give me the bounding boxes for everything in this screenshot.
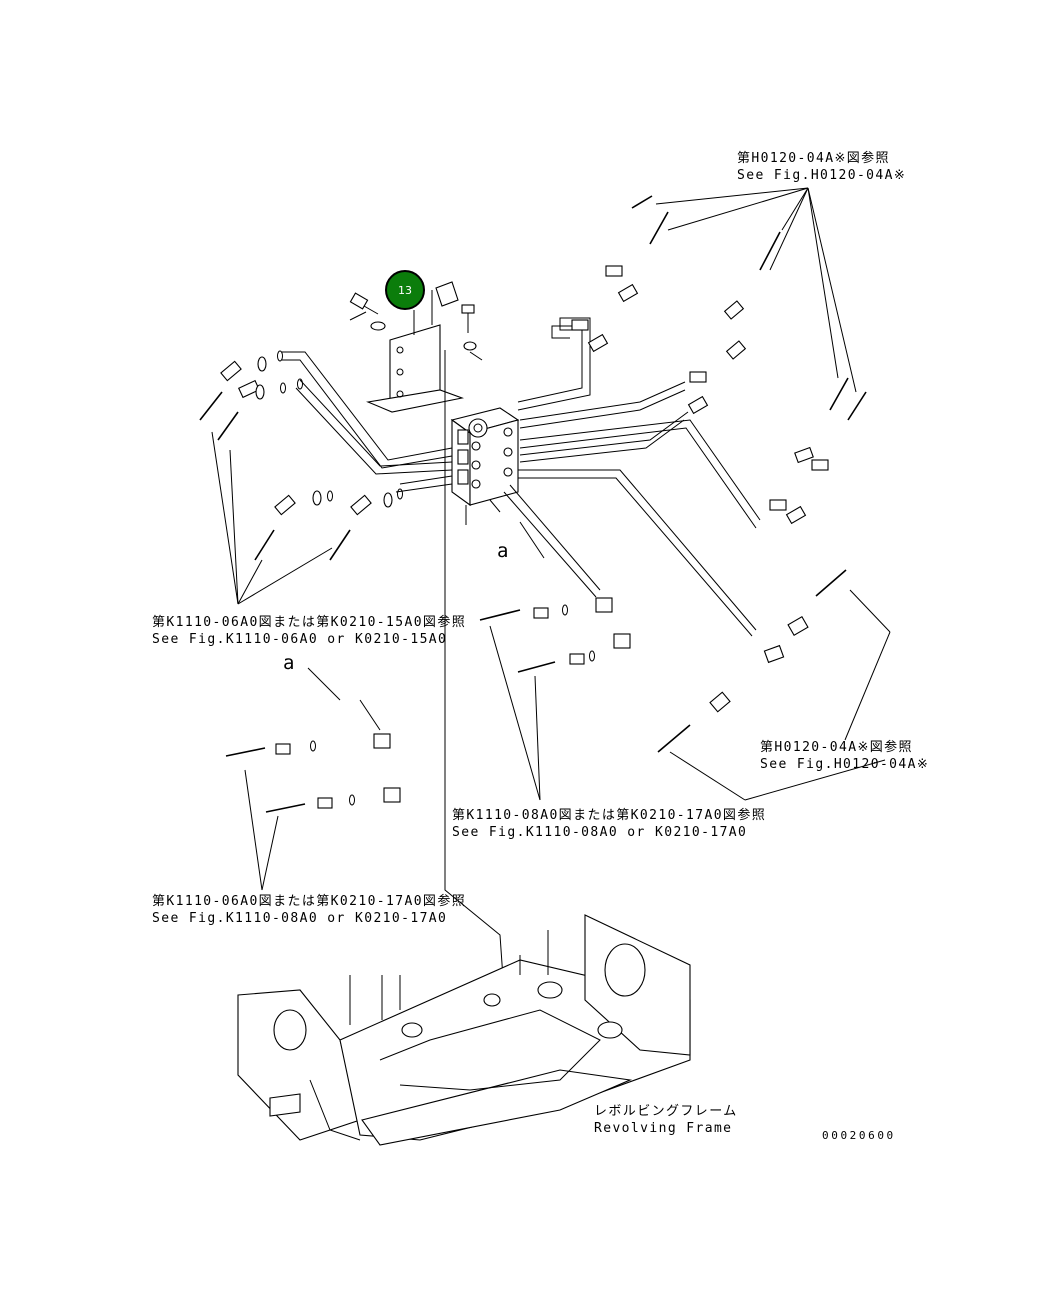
leader-lines — [211, 187, 891, 891]
ref-bottom-right-jp: 第H0120-04A※図参照 — [760, 740, 913, 755]
bolt-icon — [349, 292, 475, 333]
elbow-fitting-icon — [220, 356, 393, 516]
ref-center-en: See Fig.K1110-08A0 or K0210-17A0 — [452, 825, 748, 840]
frame-label-jp: レボルビングフレーム — [594, 1104, 738, 1119]
callout-number: 13 — [398, 283, 412, 297]
ref-top-right-jp: 第H0120-04A※図参照 — [737, 151, 890, 166]
frame-label-en: Revolving Frame — [594, 1121, 733, 1136]
mounting-bracket — [366, 281, 465, 413]
right-fittings — [275, 265, 829, 809]
ref-top-right-en: See Fig.H0120-04A※ — [737, 168, 907, 183]
pipe-routes — [282, 317, 761, 1051]
detail-marker-upper: a — [497, 540, 509, 562]
ref-bottom-right-en: See Fig.H0120-04A※ — [760, 757, 930, 772]
ref-lower-left-en: See Fig.K1110-08A0 or K0210-17A0 — [152, 911, 448, 926]
revolving-frame — [237, 914, 691, 1146]
ref-left-mid-en: See Fig.K1110-06A0 or K0210-15A0 — [152, 632, 448, 647]
washer-icon — [370, 321, 483, 361]
detail-marker-lower: a — [283, 652, 295, 674]
ref-center-jp: 第K1110-08A0図または第K0210-17A0図参照 — [452, 808, 767, 823]
ref-lower-left-jp: 第K1110-06A0図または第K0210-17A0図参照 — [152, 894, 467, 909]
swivel-joint-icon — [450, 407, 520, 525]
callout-badge[interactable]: 13 — [385, 270, 425, 310]
o-ring-icon — [277, 350, 595, 806]
drawing-number: 00020600 — [822, 1129, 896, 1142]
ref-left-mid-jp: 第K1110-06A0図または第K0210-15A0図参照 — [152, 615, 467, 630]
hose-icon — [199, 195, 867, 813]
